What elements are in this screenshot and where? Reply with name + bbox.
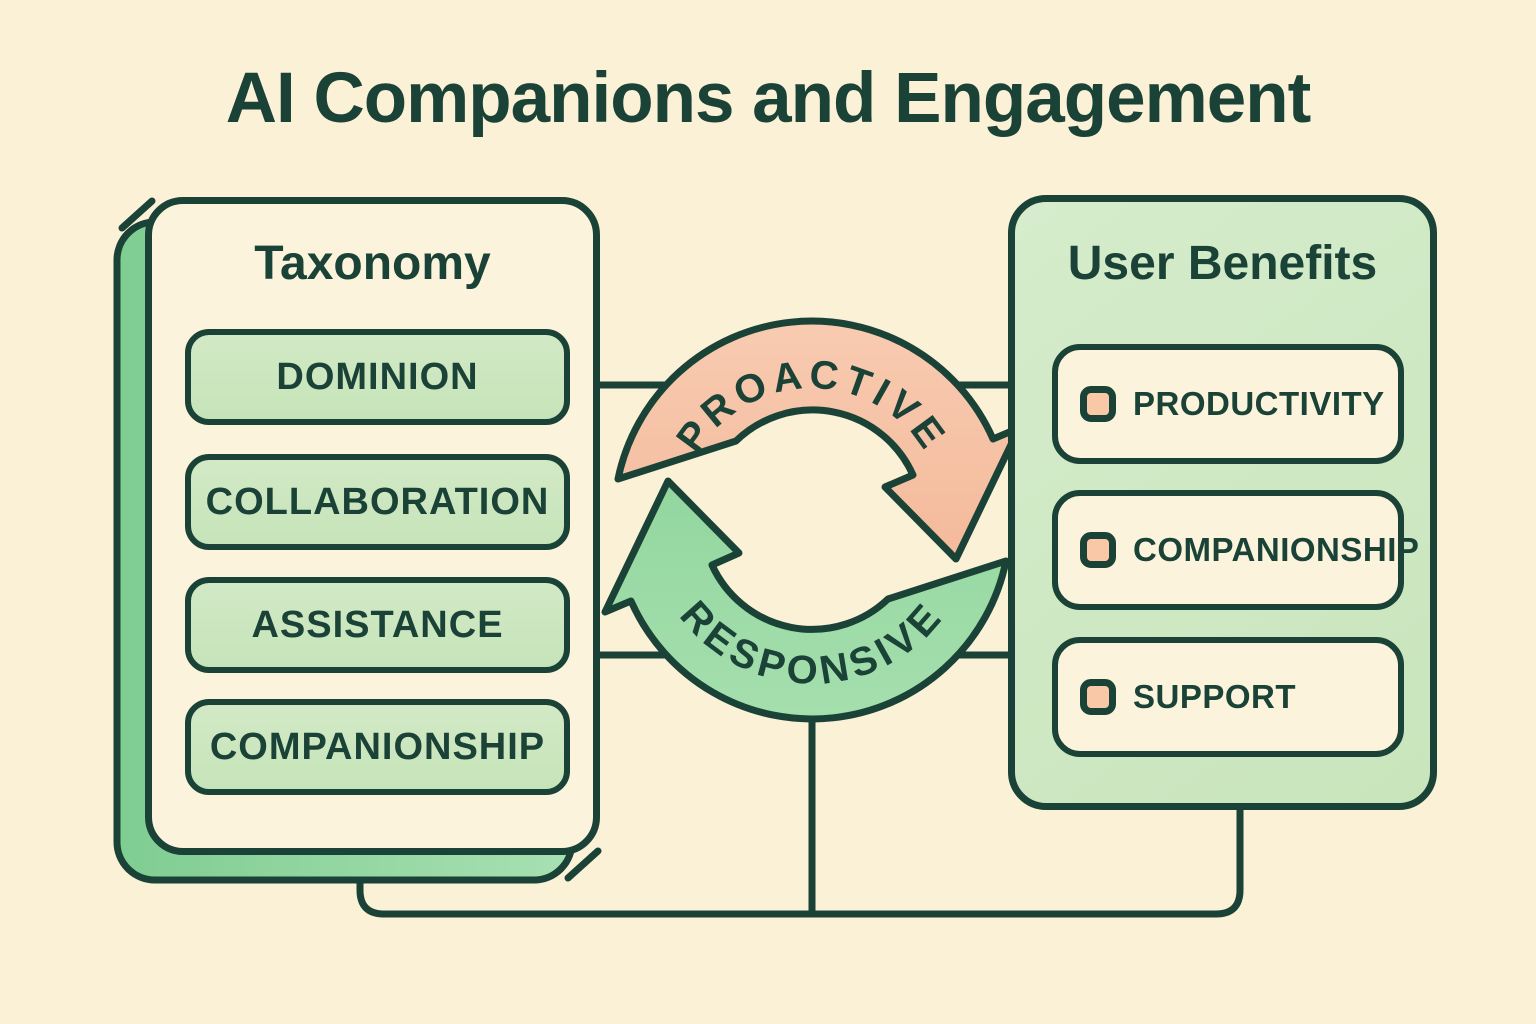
taxonomy-item-assistance: ASSISTANCE	[185, 577, 570, 673]
checkbox-icon	[1080, 679, 1116, 715]
benefit-item-label: PRODUCTIVITY	[1133, 385, 1385, 422]
taxonomy-panel: Taxonomy DOMINION COLLABORATION ASSISTAN…	[145, 197, 600, 855]
proactive-arrow-arc	[614, 317, 1023, 563]
slab-bevel-top-left	[118, 197, 156, 232]
user-benefits-panel: User Benefits PRODUCTIVITY COMPANIONSHIP…	[1008, 195, 1437, 810]
checkbox-icon	[1080, 532, 1116, 568]
page-title: AI Companions and Engagement	[225, 59, 1311, 138]
responsive-arrow-arc	[601, 477, 1010, 723]
taxonomy-item-dominion: DOMINION	[185, 329, 570, 425]
benefit-item-productivity: PRODUCTIVITY	[1052, 344, 1404, 464]
taxonomy-item-companionship: COMPANIONSHIP	[185, 699, 570, 795]
user-benefits-panel-title: User Benefits	[1067, 237, 1378, 290]
taxonomy-item-collaboration: COLLABORATION	[185, 454, 570, 550]
taxonomy-panel-title: Taxonomy	[254, 237, 491, 290]
benefit-item-companionship: COMPANIONSHIP	[1052, 490, 1419, 610]
benefit-item-label: SUPPORT	[1133, 678, 1297, 715]
checkbox-icon	[1080, 386, 1116, 422]
slab-bevel-bottom-right	[564, 847, 602, 882]
benefit-item-label: COMPANIONSHIP	[1133, 531, 1420, 568]
bottom-connector-bus	[356, 800, 1244, 918]
benefit-item-support: SUPPORT	[1052, 637, 1404, 757]
